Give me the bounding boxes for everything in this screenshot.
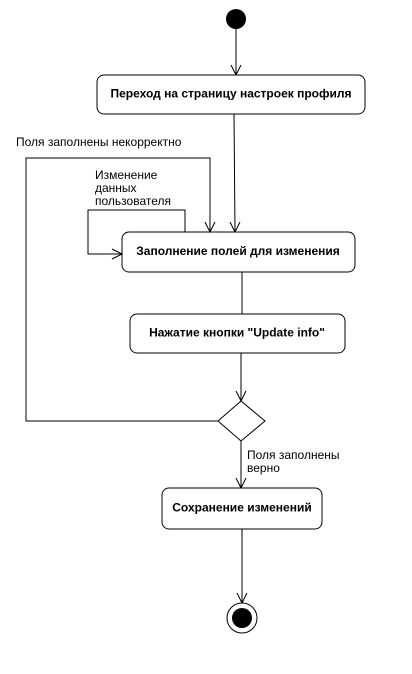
action-goto-profile: Переход на страницу настроек профиля: [96, 74, 366, 115]
action-press-button-label: Нажатие кнопки "Update info": [149, 326, 325, 340]
edge-goto-to-fill: [233, 113, 236, 233]
label-correct-2: верно: [247, 461, 280, 475]
edge-self-loop: [87, 209, 186, 255]
label-change-data-2: данных: [95, 181, 137, 195]
action-press-button: Нажатие кнопки "Update info": [129, 313, 346, 354]
action-goto-profile-label: Переход на страницу настроек профиля: [110, 87, 351, 101]
label-change-data-1: Изменение: [95, 168, 158, 182]
action-save-changes-label: Сохранение изменений: [172, 501, 311, 515]
action-save-changes: Сохранение изменений: [161, 487, 323, 530]
initial-node: [226, 9, 246, 29]
label-change-data-3: пользователя: [95, 194, 171, 208]
edge-decision-incorrect: [25, 157, 218, 422]
arrowhead: [204, 221, 216, 234]
label-incorrect: Поля заполнены некорректно: [16, 135, 182, 149]
action-fill-fields-label: Заполнение полей для изменения: [136, 244, 340, 258]
final-node: [226, 602, 258, 634]
label-correct-1: Поля заполнены: [247, 448, 340, 462]
arrowhead: [111, 248, 124, 260]
decision-node: [217, 400, 266, 442]
action-fill-fields: Заполнение полей для изменения: [121, 231, 356, 273]
